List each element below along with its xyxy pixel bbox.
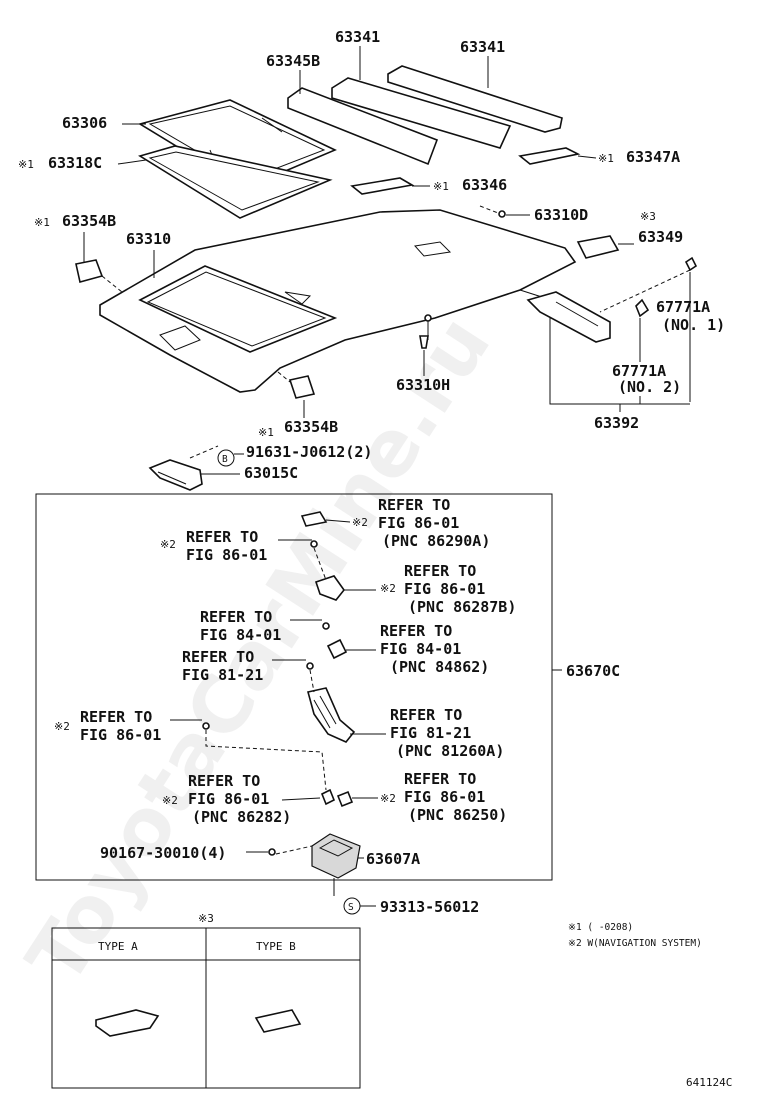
label-67771A-no1-sub: (NO. 1) [662, 316, 725, 334]
label-63354B-top: 63354B [62, 212, 116, 230]
label-63346: 63346 [462, 176, 507, 194]
type-b-label: TYPE B [256, 940, 296, 953]
marker-note1-e: ※1 [258, 426, 274, 439]
label-63607A: 63607A [366, 850, 420, 868]
label-67771A-no2-sub: (NO. 2) [618, 378, 681, 396]
ref-3-line1: REFER TO [200, 608, 272, 626]
circle-s-text: S [348, 902, 354, 913]
rail-63392 [526, 291, 611, 343]
label-67771A-no2: 67771A [612, 362, 666, 380]
ref-3-line2: FIG 84-01 [200, 626, 281, 644]
label-63310: 63310 [126, 230, 171, 248]
ref-4-line1: REFER TO [380, 622, 452, 640]
label-93313: 93313-56012 [380, 898, 479, 916]
label-63392: 63392 [594, 414, 639, 432]
ref-8-line2: FIG 86-01 [188, 790, 269, 808]
label-63318C: 63318C [48, 154, 102, 172]
label-63310H: 63310H [396, 376, 450, 394]
ref-7-line1: REFER TO [80, 708, 152, 726]
ref-0-line2: FIG 86-01 [378, 514, 459, 532]
pad-63346 [350, 177, 415, 195]
legend-line2: ※2 W(NAVIGATION SYSTEM) [568, 938, 702, 949]
map-lamp-63607A [311, 833, 361, 879]
ref-1-line2: FIG 86-01 [186, 546, 267, 564]
marker-note3: ※3 [640, 210, 656, 223]
legend-line1: ※1 ( -0208) [568, 922, 633, 933]
ref-6-line3: (PNC 81260A) [396, 742, 504, 760]
ref-6-line2: FIG 81-21 [390, 724, 471, 742]
ref-8-line3: (PNC 86282) [192, 808, 291, 826]
ref-2-line1: REFER TO [404, 562, 476, 580]
fastener-63310H [419, 335, 429, 349]
ref-0-mark: ※2 [352, 516, 368, 529]
ref-2-line2: FIG 86-01 [404, 580, 485, 598]
circle-b-marker [217, 449, 235, 467]
type-a-pad [95, 1009, 160, 1037]
panel-63341-mid [331, 77, 512, 149]
label-91631: 91631-J0612(2) [246, 443, 372, 461]
ref-2-line3: (PNC 86287B) [408, 598, 516, 616]
clip-63310D [479, 205, 506, 218]
marker-note1-d: ※1 [34, 216, 50, 229]
type-a-label: TYPE A [98, 940, 138, 953]
headliner-63310 [99, 209, 577, 393]
box-63670C [35, 493, 553, 881]
label-90167: 90167-30010(4) [100, 844, 226, 862]
ref-5-line2: FIG 81-21 [182, 666, 263, 684]
label-63341a: 63341 [335, 28, 380, 46]
figure-code: 641124C [686, 1076, 732, 1089]
pad-63354B-top [75, 259, 104, 283]
marker-note1-a: ※1 [18, 158, 34, 171]
ref-7-line2: FIG 86-01 [80, 726, 161, 744]
ref-9-mark: ※2 [380, 792, 396, 805]
ref-9-line3: (PNC 86250) [408, 806, 507, 824]
type-b-pad [254, 1009, 302, 1033]
label-63347A: 63347A [626, 148, 680, 166]
panel-63341-right [387, 65, 563, 133]
circle-b-text: B [222, 454, 228, 465]
label-63015C: 63015C [244, 464, 298, 482]
label-63354B-bottom: 63354B [284, 418, 338, 436]
ref-9-line2: FIG 86-01 [404, 788, 485, 806]
type-table [51, 927, 361, 1089]
label-63306: 63306 [62, 114, 107, 132]
ref-1-line1: REFER TO [186, 528, 258, 546]
label-63341b: 63341 [460, 38, 505, 56]
type-table-marker: ※3 [198, 912, 214, 925]
ref-4-line2: FIG 84-01 [380, 640, 461, 658]
ref-1-mark: ※2 [160, 538, 176, 551]
label-63349: 63349 [638, 228, 683, 246]
clip-67771A-no2 [635, 298, 650, 318]
ref-6-line1: REFER TO [390, 706, 462, 724]
label-63670C: 63670C [566, 662, 620, 680]
ref-8-line1: REFER TO [188, 772, 260, 790]
label-63310D: 63310D [534, 206, 588, 224]
marker-note1-b: ※1 [598, 152, 614, 165]
weatherstrip-63318C [138, 145, 333, 219]
antenna-bracket [307, 687, 356, 743]
ref-0-line3: (PNC 86290A) [382, 532, 490, 550]
pad-63354B-bottom [288, 375, 316, 399]
marker-note1-c: ※1 [433, 180, 449, 193]
bracket-63015C [148, 459, 203, 491]
ref-0-line1: REFER TO [378, 496, 450, 514]
pad-63349 [576, 235, 620, 259]
ref-5-line1: REFER TO [182, 648, 254, 666]
clip-67771A-no1 [599, 256, 698, 313]
ref-2-mark: ※2 [380, 582, 396, 595]
label-63345B: 63345B [266, 52, 320, 70]
ref-8-mark: ※2 [162, 794, 178, 807]
ref-7-mark: ※2 [54, 720, 70, 733]
pad-63347A [518, 147, 581, 165]
ref-4-line3: (PNC 84862) [390, 658, 489, 676]
ref-9-line1: REFER TO [404, 770, 476, 788]
label-67771A-no1: 67771A [656, 298, 710, 316]
